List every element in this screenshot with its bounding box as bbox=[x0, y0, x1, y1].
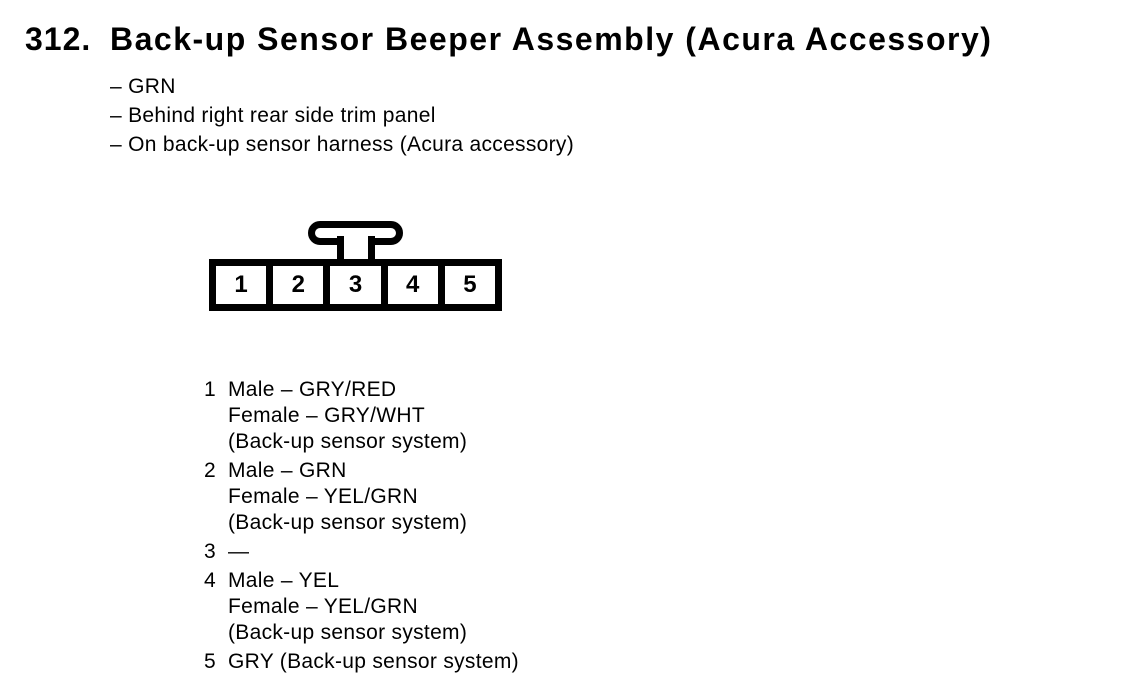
section-number: 312. bbox=[25, 21, 92, 57]
cavity-cell: 5 bbox=[444, 266, 496, 304]
pin-number: 4 bbox=[204, 569, 216, 592]
pin-number: 2 bbox=[204, 459, 216, 482]
pin-number: 1 bbox=[204, 378, 216, 401]
pin-line: Female – YEL/GRN bbox=[228, 595, 418, 618]
pin-line: (Back-up sensor system) bbox=[228, 621, 468, 644]
pin-line: Male – YEL bbox=[228, 569, 340, 592]
note-line: – Behind right rear side trim panel bbox=[110, 104, 436, 127]
pin-line: GRY (Back-up sensor system) bbox=[228, 650, 519, 673]
pin-line: Male – GRN bbox=[228, 459, 347, 482]
pin-line: Female – GRY/WHT bbox=[228, 404, 425, 427]
pin-entry: 2 Male – GRN Female – YEL/GRN (Back-up s… bbox=[204, 458, 519, 536]
connector-notes: – GRN – Behind right rear side trim pane… bbox=[110, 72, 574, 159]
pin-line: — bbox=[228, 540, 250, 563]
note-line: – On back-up sensor harness (Acura acces… bbox=[110, 133, 575, 156]
pin-entry: 4 Male – YEL Female – YEL/GRN (Back-up s… bbox=[204, 568, 519, 646]
pin-entry: 3 — bbox=[204, 539, 519, 565]
note-line: – GRN bbox=[110, 75, 176, 98]
connector-latch-stem-icon bbox=[337, 236, 375, 259]
pin-entry: 5 GRY (Back-up sensor system) bbox=[204, 649, 519, 675]
cavity-cell: 4 bbox=[387, 266, 438, 304]
cavity-cell: 2 bbox=[273, 266, 324, 304]
pin-line: Male – GRY/RED bbox=[228, 378, 397, 401]
page-title: Back-up Sensor Beeper Assembly (Acura Ac… bbox=[110, 21, 993, 57]
cavity-cell: 3 bbox=[330, 266, 381, 304]
pin-line: (Back-up sensor system) bbox=[228, 430, 468, 453]
pin-list: 1 Male – GRY/RED Female – GRY/WHT (Back-… bbox=[204, 377, 519, 678]
pin-entry: 1 Male – GRY/RED Female – GRY/WHT (Back-… bbox=[204, 377, 519, 455]
pin-number: 5 bbox=[204, 650, 216, 673]
pin-line: (Back-up sensor system) bbox=[228, 511, 468, 534]
pin-number: 3 bbox=[204, 540, 216, 563]
cavity-cell: 1 bbox=[216, 266, 267, 304]
connector-body: 1 2 3 4 5 bbox=[209, 259, 502, 311]
pin-line: Female – YEL/GRN bbox=[228, 485, 418, 508]
